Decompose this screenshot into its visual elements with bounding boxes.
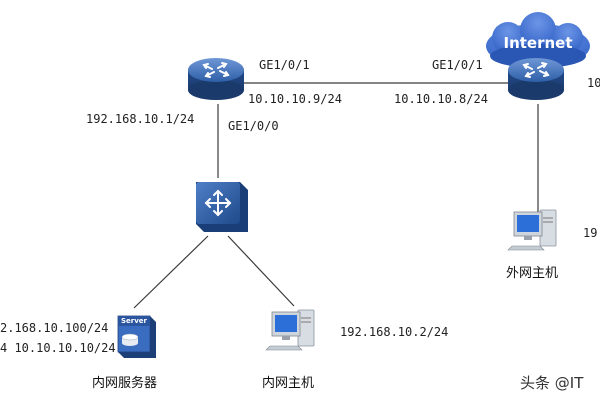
router-right-icon bbox=[508, 58, 564, 100]
external-host-edge-label: 19 bbox=[583, 226, 598, 240]
router-right-edge-label: 10 bbox=[587, 76, 600, 90]
server-label: 内网服务器 bbox=[92, 376, 158, 391]
router-right-wan-ip-label: 10.10.10.8/24 bbox=[394, 92, 488, 106]
link-switch-internal-host bbox=[227, 235, 295, 307]
router-left-lan-ip-label: 192.168.10.1/24 bbox=[86, 112, 195, 126]
watermark: 头条 @IT bbox=[520, 374, 584, 392]
router-left-ge-in-label: GE1/0/0 bbox=[228, 119, 279, 133]
links bbox=[133, 82, 539, 309]
switch-icon bbox=[196, 182, 248, 232]
server-icon bbox=[117, 315, 156, 358]
router-left-ge-out-label: GE1/0/1 bbox=[259, 58, 310, 72]
server-tag: Server bbox=[120, 317, 147, 325]
external-host-label: 外网主机 bbox=[506, 266, 559, 281]
link-switch-server bbox=[133, 235, 209, 309]
internal-host-ip-label: 192.168.10.2/24 bbox=[340, 325, 449, 339]
router-left-wan-ip-label: 10.10.10.9/24 bbox=[248, 92, 342, 106]
server-alt-ip-label: 4 10.10.10.10/24 bbox=[0, 341, 116, 355]
router-left-icon bbox=[188, 58, 244, 100]
server-lan-ip-label: 2.168.10.100/24 bbox=[0, 321, 109, 335]
router-right-ge-label: GE1/0/1 bbox=[432, 58, 483, 72]
internet-cloud-label: Internet bbox=[503, 34, 573, 52]
external-host-pc-icon bbox=[507, 209, 557, 251]
internal-host-pc-icon bbox=[265, 309, 315, 351]
internal-host-label: 内网主机 bbox=[262, 376, 315, 391]
internet-cloud-icon bbox=[486, 12, 590, 68]
